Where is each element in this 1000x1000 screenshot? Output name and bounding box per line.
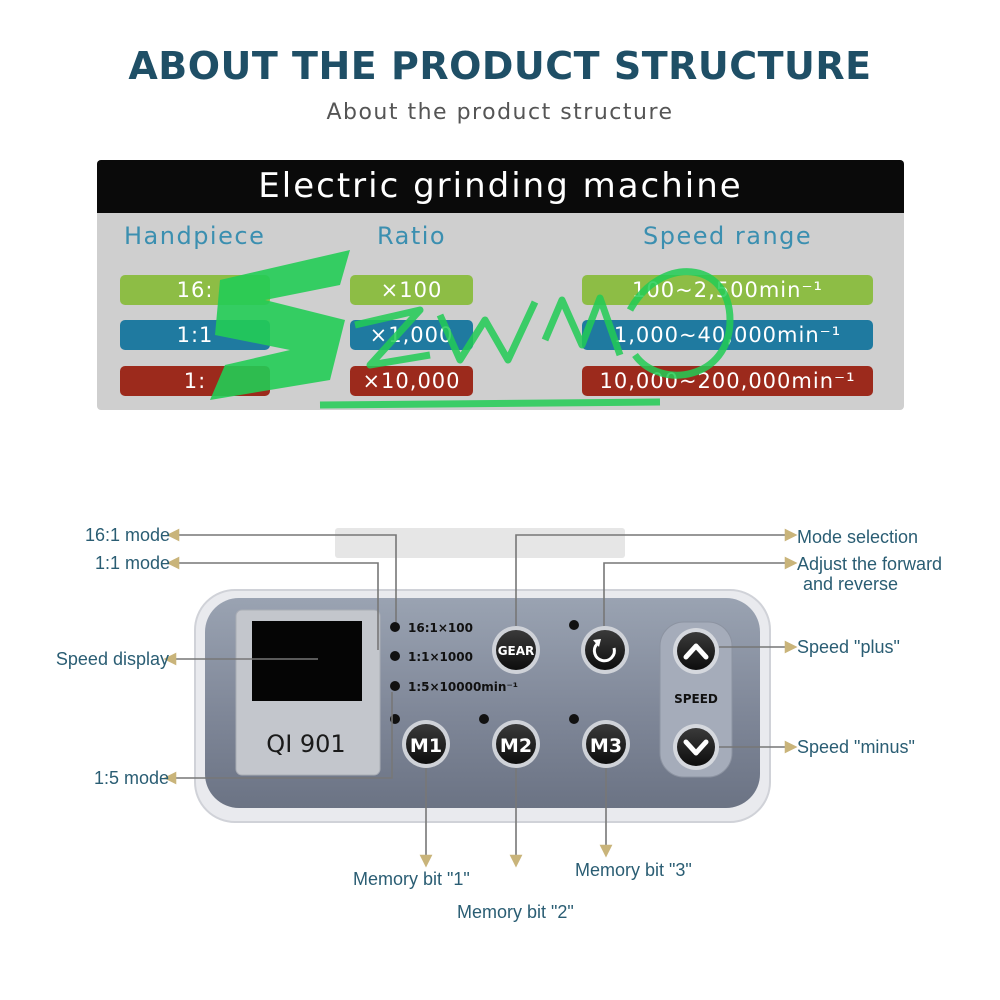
column-header-handpiece: Handpiece bbox=[124, 222, 266, 250]
m2-button[interactable]: M2 bbox=[492, 720, 540, 768]
callout-speed-plus: Speed "plus" bbox=[797, 637, 900, 657]
led-label-1-1: 1:1×1000 bbox=[408, 650, 473, 664]
spec-table-title: Electric grinding machine bbox=[97, 160, 904, 213]
callout-speed-display: Speed display bbox=[55, 649, 169, 669]
speed-display-screen bbox=[252, 621, 362, 701]
table-row-3-ratio: ×10,000 bbox=[350, 366, 473, 396]
callout-memory-2: Memory bit "2" bbox=[457, 902, 574, 922]
callout-forward-reverse-line-1: Adjust the forward bbox=[797, 554, 943, 574]
m3-button-label: M3 bbox=[590, 735, 622, 757]
spec-table: Electric grinding machine Handpiece Rati… bbox=[97, 160, 904, 410]
callout-1-5-mode: 1:5 mode bbox=[93, 768, 169, 788]
callout-1-1-mode: 1:1 mode bbox=[94, 553, 170, 573]
table-row-3-speed: 10,000~200,000min⁻¹ bbox=[582, 366, 873, 396]
leader-lines bbox=[163, 528, 798, 868]
gear-button-label: GEAR bbox=[498, 644, 535, 658]
led-16-1-mode bbox=[390, 622, 400, 632]
page-title: ABOUT THE PRODUCT STRUCTURE bbox=[128, 44, 872, 88]
callout-16-1-mode: 16:1 mode bbox=[84, 525, 170, 545]
callout-memory-3: Memory bit "3" bbox=[575, 860, 692, 880]
chevron-down-icon bbox=[683, 739, 709, 756]
led-1-5-mode bbox=[390, 681, 400, 691]
chevron-up-icon bbox=[683, 643, 709, 660]
top-label-card bbox=[335, 528, 625, 558]
reverse-icon-arrowhead bbox=[593, 639, 601, 647]
led-label-1-5: 1:5×10000min⁻¹ bbox=[408, 680, 518, 694]
table-row-1-ratio: ×100 bbox=[350, 275, 473, 305]
callout-memory-1: Memory bit "1" bbox=[353, 869, 470, 889]
speed-minus-button[interactable] bbox=[673, 724, 719, 770]
led-label-16-1: 16:1×100 bbox=[408, 621, 473, 635]
m1-button[interactable]: M1 bbox=[402, 720, 450, 768]
led-indicator bbox=[569, 714, 579, 724]
callout-mode-selection: Mode selection bbox=[797, 527, 919, 547]
m3-button[interactable]: M3 bbox=[582, 720, 630, 768]
m1-button-label: M1 bbox=[410, 735, 442, 757]
gear-button[interactable]: GEAR bbox=[492, 626, 540, 674]
speed-label: SPEED bbox=[674, 692, 718, 706]
callout-speed-minus: Speed "minus" bbox=[797, 737, 915, 757]
led-indicator bbox=[569, 620, 579, 630]
led-indicator bbox=[479, 714, 489, 724]
m2-button-label: M2 bbox=[500, 735, 532, 757]
model-label: QI 901 bbox=[266, 730, 345, 758]
speed-plus-button[interactable] bbox=[673, 628, 719, 674]
column-header-speed-range: Speed range bbox=[643, 222, 813, 250]
column-header-ratio: Ratio bbox=[377, 222, 447, 250]
page-subtitle: About the product structure bbox=[326, 100, 674, 125]
watermark-logo bbox=[210, 250, 734, 409]
reverse-button[interactable] bbox=[581, 626, 629, 674]
reverse-icon bbox=[592, 642, 616, 663]
callout-forward-reverse-line-2: and reverse bbox=[803, 574, 899, 594]
led-1-1-mode bbox=[390, 651, 400, 661]
